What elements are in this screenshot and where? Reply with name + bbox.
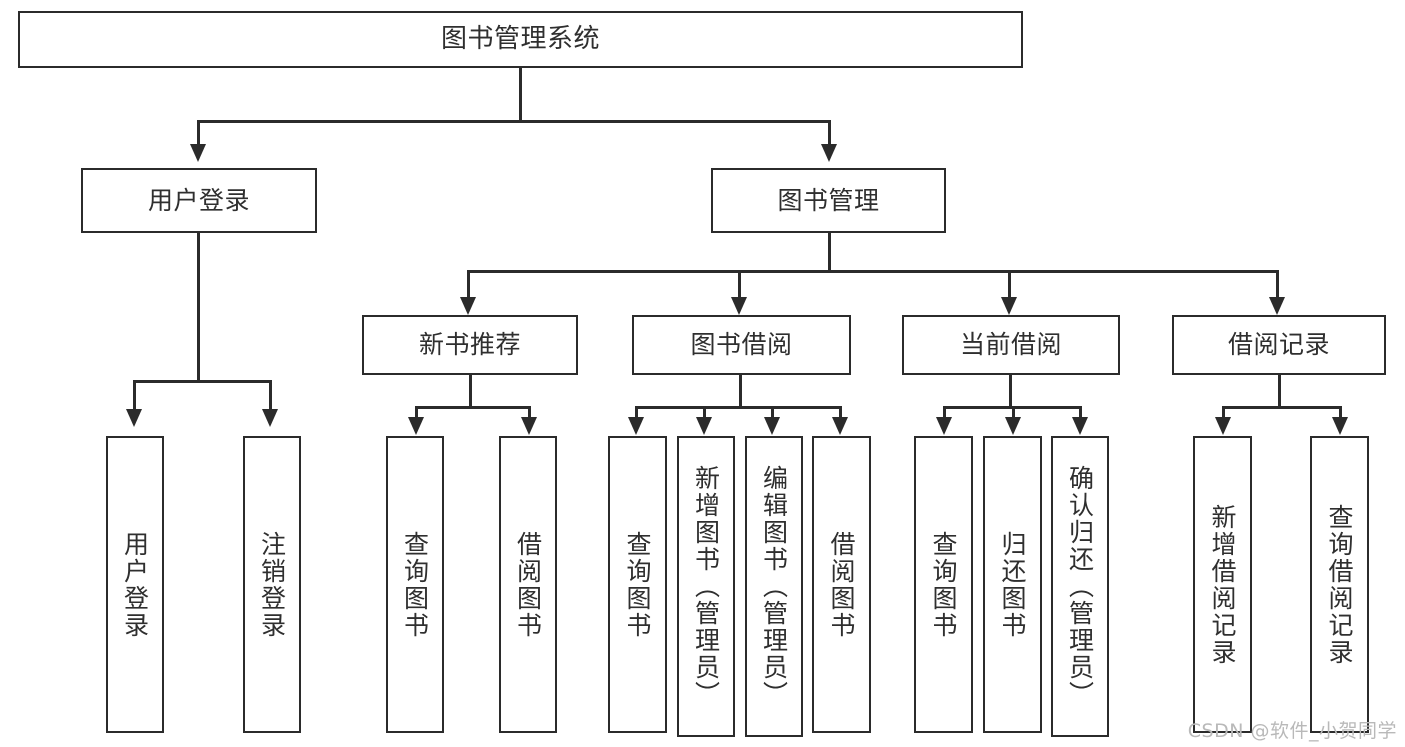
node-label: 查询借阅记录 <box>1325 503 1354 666</box>
node-label: 借阅记录 <box>1227 330 1330 359</box>
connector-cb-drop-2 <box>1012 406 1015 418</box>
arrowhead-user-login-leaf-2 <box>262 409 278 427</box>
connector-root-to-book-management <box>828 120 831 145</box>
node-label: 查询图书 <box>400 530 430 639</box>
node-current-borrow[interactable]: 当前借阅 <box>902 315 1120 375</box>
connector-root-to-user-login <box>197 120 200 145</box>
arrowhead-to-new-book-recommend <box>460 297 476 315</box>
connector-level3-bus <box>467 270 1279 273</box>
connector-borrow-record-bus <box>1222 406 1342 409</box>
node-label: 查询图书 <box>929 530 958 639</box>
connector-user-login-drop-1 <box>133 380 136 410</box>
arrowhead-bb-leaf-4 <box>832 417 848 435</box>
node-label: 查询图书 <box>623 530 652 639</box>
connector-to-book-borrow <box>738 270 741 298</box>
leaf-user-login-logout[interactable]: 注销登录 <box>243 436 301 733</box>
node-label: 新增借阅记录 <box>1208 503 1237 666</box>
connector-to-new-book-recommend <box>467 270 470 298</box>
connector-to-borrow-record <box>1276 270 1279 298</box>
connector-to-current-borrow <box>1008 270 1011 298</box>
node-label: 图书管理系统 <box>440 23 600 54</box>
node-book-management-system[interactable]: 图书管理系统 <box>18 11 1023 68</box>
node-label: 当前借阅 <box>959 330 1062 359</box>
connector-nbr-drop-2 <box>528 406 531 418</box>
connector-user-login-stem <box>197 233 200 383</box>
csdn-watermark: CSDN @软件_小贺同学 <box>1187 720 1397 742</box>
leaf-current-borrow-query-book[interactable]: 查询图书 <box>914 436 973 733</box>
leaf-book-borrow-add-book-admin[interactable]: 新增图书（管理员） <box>677 436 735 737</box>
arrowhead-bb-leaf-1 <box>628 417 644 435</box>
node-label: 归还图书 <box>998 530 1027 639</box>
node-user-login[interactable]: 用户登录 <box>81 168 317 233</box>
arrowhead-user-login-leaf-1 <box>126 409 142 427</box>
arrowhead-bb-leaf-3 <box>764 417 780 435</box>
node-label: 新增图书（管理员） <box>691 465 721 708</box>
node-label: 图书管理 <box>777 185 880 215</box>
connector-br-drop-2 <box>1339 406 1342 418</box>
arrowhead-nbr-leaf-2 <box>521 417 537 435</box>
leaf-book-borrow-edit-book-admin[interactable]: 编辑图书（管理员） <box>745 436 803 737</box>
node-label: 用户登录 <box>147 185 250 215</box>
node-label: 确认归还（管理员） <box>1065 465 1095 708</box>
leaf-book-borrow-query-book[interactable]: 查询图书 <box>608 436 667 733</box>
connector-bb-drop-3 <box>771 406 774 418</box>
connector-bb-drop-2 <box>703 406 706 418</box>
arrowhead-to-borrow-record <box>1269 297 1285 315</box>
connector-root-bus <box>197 120 831 123</box>
leaf-new-book-recommend-query-book[interactable]: 查询图书 <box>386 436 444 733</box>
connector-cb-drop-1 <box>943 406 946 418</box>
leaf-current-borrow-confirm-return-admin[interactable]: 确认归还（管理员） <box>1051 436 1109 737</box>
connector-br-drop-1 <box>1222 406 1225 418</box>
leaf-user-login-login[interactable]: 用户登录 <box>106 436 164 733</box>
node-label: 借阅图书 <box>827 530 856 639</box>
leaf-borrow-record-query-record[interactable]: 查询借阅记录 <box>1310 436 1369 733</box>
leaf-book-borrow-borrow-book[interactable]: 借阅图书 <box>812 436 871 733</box>
connector-new-book-recommend-bus <box>415 406 531 409</box>
arrowhead-to-book-borrow <box>731 297 747 315</box>
connector-root-stem <box>519 68 522 122</box>
connector-user-login-bus <box>133 380 270 383</box>
connector-new-book-recommend-stem <box>469 375 472 408</box>
arrowhead-br-leaf-2 <box>1332 417 1348 435</box>
arrowhead-to-user-login <box>190 144 206 162</box>
arrowhead-cb-leaf-3 <box>1072 417 1088 435</box>
connector-borrow-record-stem <box>1278 375 1281 408</box>
node-book-management[interactable]: 图书管理 <box>711 168 946 233</box>
node-label: 借阅图书 <box>513 530 543 639</box>
connector-current-borrow-stem <box>1009 375 1012 408</box>
connector-book-borrow-stem <box>739 375 742 408</box>
node-label: 用户登录 <box>120 530 150 639</box>
arrowhead-bb-leaf-2 <box>696 417 712 435</box>
arrowhead-to-current-borrow <box>1001 297 1017 315</box>
node-label: 图书借阅 <box>690 330 793 359</box>
connector-cb-drop-3 <box>1079 406 1082 418</box>
arrowhead-cb-leaf-1 <box>936 417 952 435</box>
connector-bb-drop-4 <box>839 406 842 418</box>
node-book-borrow[interactable]: 图书借阅 <box>632 315 851 375</box>
node-label: 注销登录 <box>257 530 287 639</box>
leaf-new-book-recommend-borrow-book[interactable]: 借阅图书 <box>499 436 557 733</box>
arrowhead-br-leaf-1 <box>1215 417 1231 435</box>
connector-user-login-drop-2 <box>269 380 272 410</box>
node-label: 编辑图书（管理员） <box>759 465 789 708</box>
node-borrow-record[interactable]: 借阅记录 <box>1172 315 1386 375</box>
node-new-book-recommend[interactable]: 新书推荐 <box>362 315 578 375</box>
connector-bb-drop-1 <box>635 406 638 418</box>
leaf-borrow-record-add-record[interactable]: 新增借阅记录 <box>1193 436 1252 733</box>
connector-book-borrow-bus <box>635 406 842 409</box>
arrowhead-to-book-management <box>821 144 837 162</box>
connector-book-management-stem <box>828 233 831 273</box>
arrowhead-nbr-leaf-1 <box>408 417 424 435</box>
node-label: 新书推荐 <box>418 330 521 359</box>
leaf-current-borrow-return-book[interactable]: 归还图书 <box>983 436 1042 733</box>
connector-nbr-drop-1 <box>415 406 418 418</box>
arrowhead-cb-leaf-2 <box>1005 417 1021 435</box>
